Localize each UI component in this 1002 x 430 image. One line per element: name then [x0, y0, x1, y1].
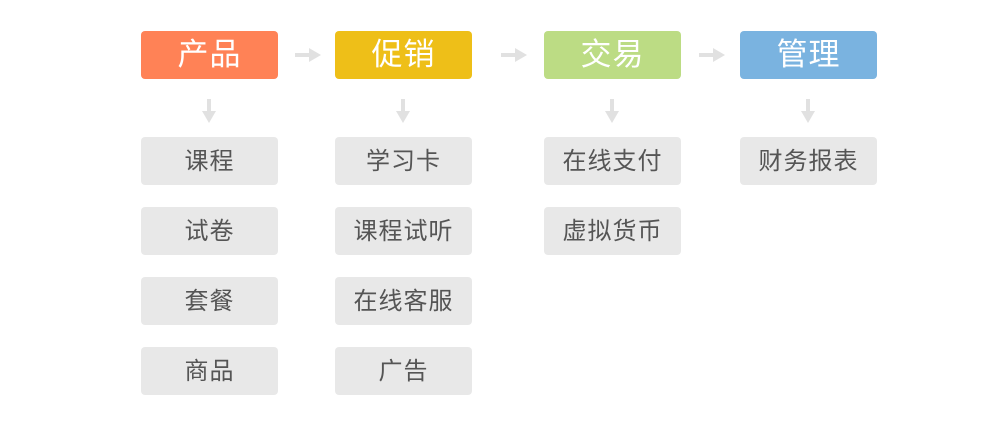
list-item-study-card: 学习卡 — [335, 137, 472, 185]
list-item-online-payment: 在线支付 — [544, 137, 681, 185]
arrow-down-icon — [605, 99, 619, 123]
arrow-right-icon — [699, 48, 725, 62]
header-products: 产品 — [141, 31, 278, 79]
list-item-exam-paper: 试卷 — [141, 207, 278, 255]
list-item-financial-report: 财务报表 — [740, 137, 877, 185]
arrow-down-icon — [801, 99, 815, 123]
list-item-course: 课程 — [141, 137, 278, 185]
list-item-advertising: 广告 — [335, 347, 472, 395]
arrow-right-icon — [295, 48, 321, 62]
header-promotion: 促销 — [335, 31, 472, 79]
list-item-course-trial: 课程试听 — [335, 207, 472, 255]
list-item-goods: 商品 — [141, 347, 278, 395]
list-item-online-service: 在线客服 — [335, 277, 472, 325]
arrow-down-icon — [202, 99, 216, 123]
arrow-right-icon — [501, 48, 527, 62]
header-management: 管理 — [740, 31, 877, 79]
arrow-down-icon — [396, 99, 410, 123]
header-trading: 交易 — [544, 31, 681, 79]
list-item-package: 套餐 — [141, 277, 278, 325]
list-item-virtual-currency: 虚拟货币 — [544, 207, 681, 255]
